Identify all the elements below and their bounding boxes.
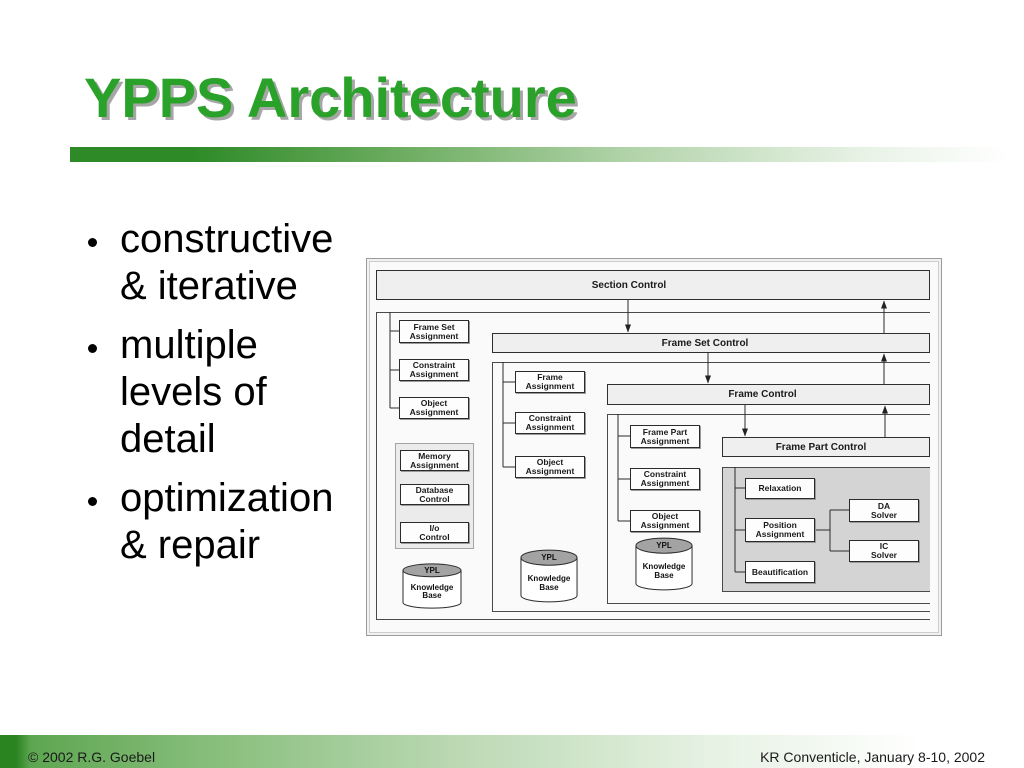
bullet-text: multiple levels of detail (120, 323, 267, 461)
frame-part-assignment-box: Frame Part Assignment (630, 425, 700, 448)
database-cylinder-icon (635, 537, 693, 591)
knowledge-base-label: Knowledge Base (527, 574, 571, 592)
tree-connector-level2 (502, 362, 515, 468)
bullet-item: constructive & iterative (88, 216, 360, 310)
database-control-box: Database Control (400, 484, 469, 505)
constraint-assignment-box: Constraint Assignment (630, 468, 700, 490)
bullet-item: optimization & repair (88, 475, 360, 569)
bullet-text: optimization & repair (120, 476, 334, 567)
constraint-assignment-box: Constraint Assignment (399, 359, 469, 381)
knowledge-base-cylinder: YPL Knowledge Base (402, 563, 462, 609)
frame-set-assignment-box: Frame Set Assignment (399, 320, 469, 343)
database-cylinder-icon (402, 563, 462, 609)
frame-assignment-box: Frame Assignment (515, 371, 585, 393)
io-control-box: I/o Control (400, 522, 469, 543)
bullet-item: multiple levels of detail (88, 322, 360, 463)
memory-assignment-box: Memory Assignment (400, 450, 469, 471)
bullet-list: constructive & iterative multiple levels… (88, 216, 360, 581)
frame-set-scope-container (492, 362, 930, 612)
ic-solver-box: IC Solver (849, 540, 919, 562)
bullet-dot-icon (88, 497, 97, 506)
knowledge-base-name: YPL (541, 553, 557, 563)
position-assignment-box: Position Assignment (745, 518, 815, 542)
knowledge-base-name: YPL (656, 541, 672, 551)
tree-connector-level4 (734, 467, 745, 573)
knowledge-base-label: Knowledge Base (410, 582, 454, 601)
knowledge-base-cylinder: YPL Knowledge Base (635, 537, 693, 591)
da-solver-box: DA Solver (849, 499, 919, 522)
frame-part-control-bar: Frame Part Control (722, 437, 930, 457)
section-control-bar: Section Control (376, 270, 930, 300)
section-scope-container (376, 312, 930, 620)
beautification-box: Beautification (745, 561, 815, 583)
database-cylinder-icon (520, 549, 578, 603)
slide-title: YPPS Architecture (84, 66, 577, 129)
title-underline-bar (70, 147, 1010, 162)
frame-scope-container (607, 414, 930, 604)
footer-event: KR Conventicle, January 8-10, 2002 (760, 749, 985, 765)
constraint-assignment-box: Constraint Assignment (515, 412, 585, 434)
object-assignment-box: Object Assignment (515, 456, 585, 478)
object-assignment-box: Object Assignment (630, 510, 700, 532)
bullet-dot-icon (88, 238, 97, 247)
tree-connector-level3 (617, 414, 630, 522)
footer-bar (0, 735, 1024, 768)
frame-set-control-bar: Frame Set Control (492, 333, 930, 353)
frame-control-bar: Frame Control (607, 384, 930, 405)
knowledge-base-name: YPL (424, 565, 440, 575)
tree-connector-level1 (389, 312, 399, 409)
object-assignment-box: Object Assignment (399, 397, 469, 419)
architecture-diagram: Section Control Frame Set Control Frame … (366, 258, 942, 636)
relaxation-box: Relaxation (745, 478, 815, 499)
knowledge-base-label: Knowledge Base (642, 562, 686, 580)
solver-connector (815, 509, 849, 552)
bullet-dot-icon (88, 344, 97, 353)
knowledge-base-cylinder: YPL Knowledge Base (520, 549, 578, 603)
footer-copyright: © 2002 R.G. Goebel (28, 749, 156, 765)
diagram-connectors (389, 300, 888, 573)
bullet-text: constructive & iterative (120, 217, 334, 308)
